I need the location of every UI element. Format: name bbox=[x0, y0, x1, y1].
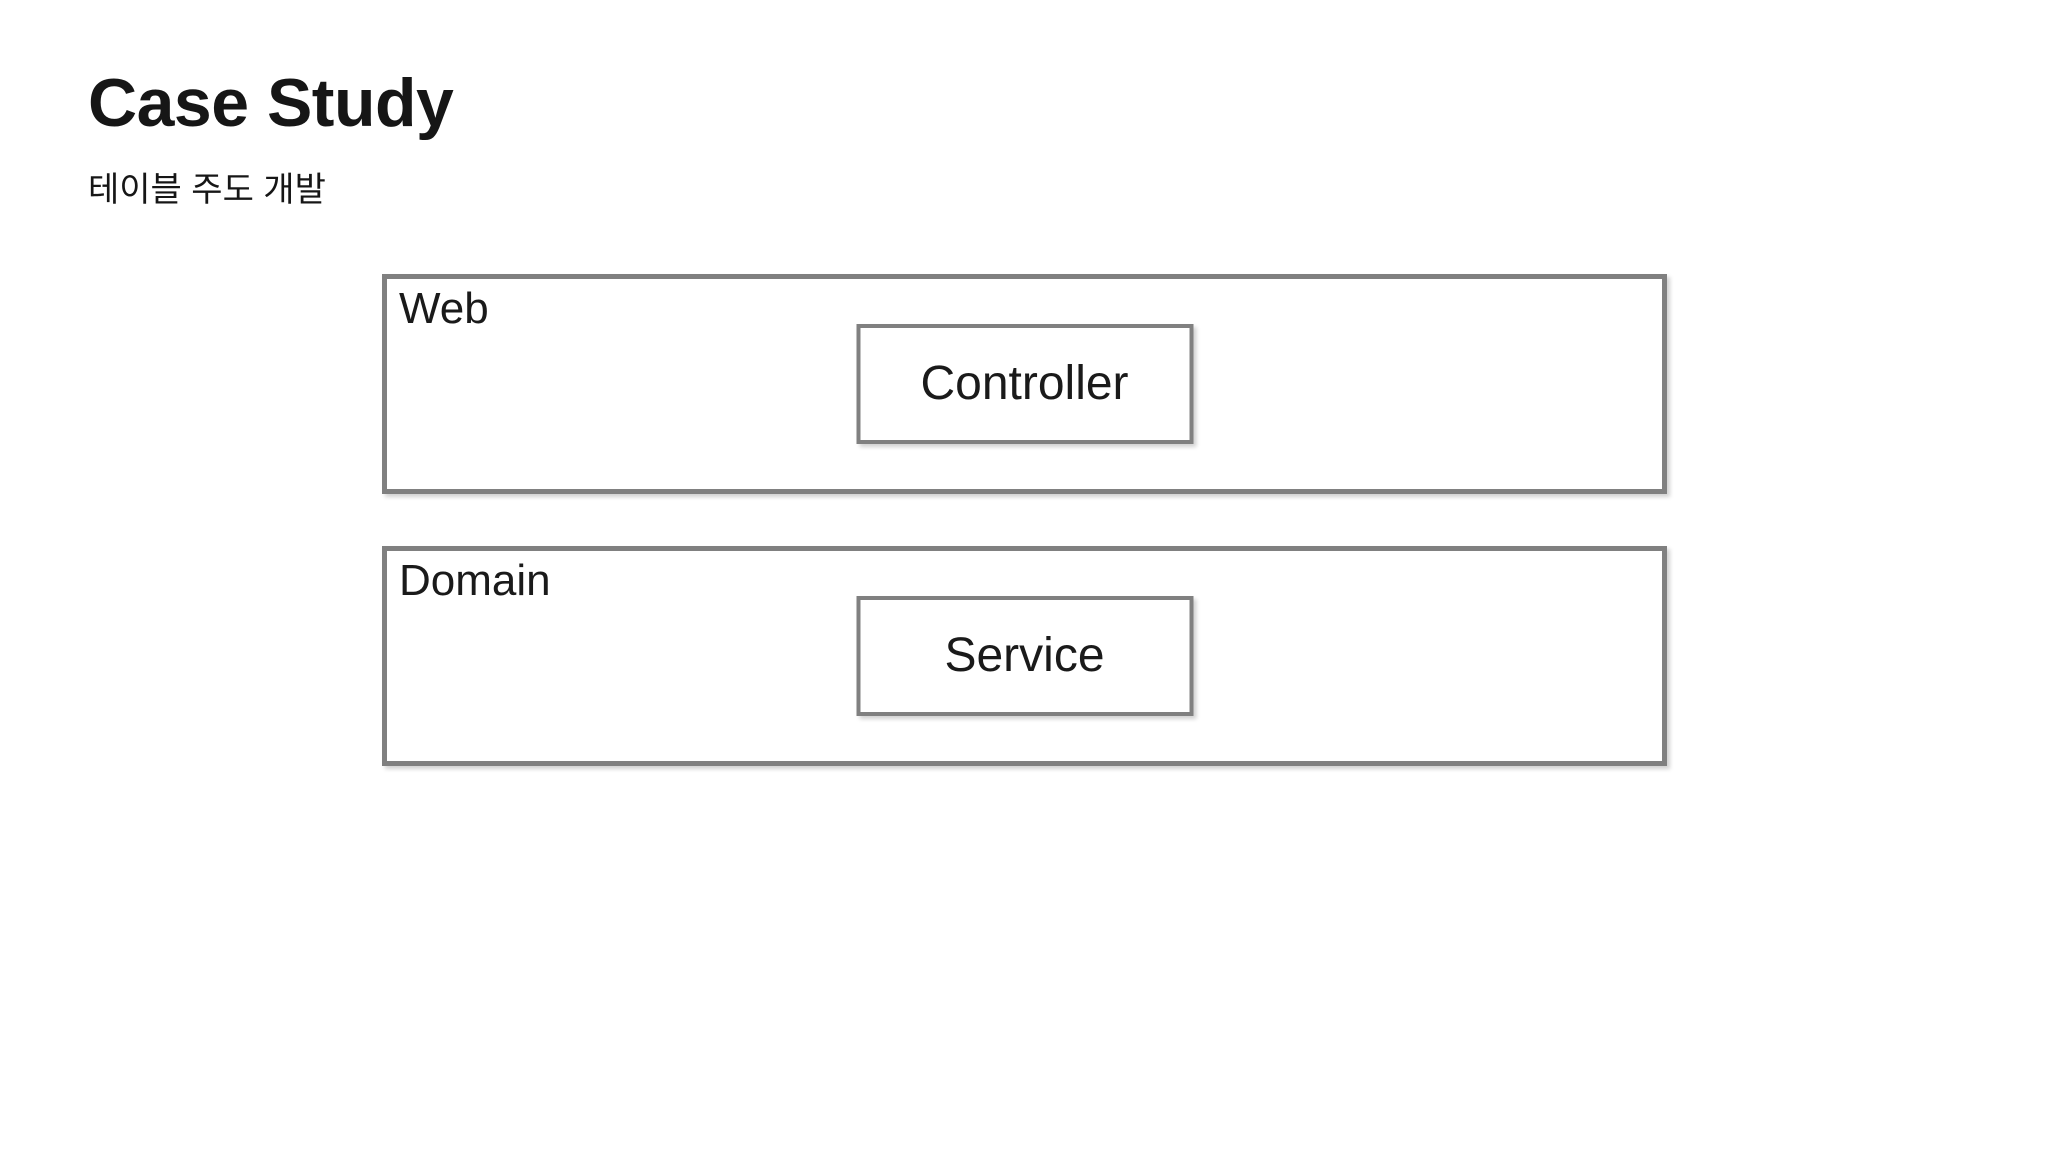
layer-box-domain: Domain Service bbox=[382, 546, 1667, 766]
slide-title: Case Study bbox=[88, 65, 454, 141]
slide-subtitle: 테이블 주도 개발 bbox=[88, 171, 326, 209]
component-box-controller: Controller bbox=[856, 324, 1193, 444]
component-label-controller: Controller bbox=[920, 357, 1129, 410]
component-label-service: Service bbox=[944, 629, 1105, 682]
component-box-service: Service bbox=[856, 596, 1193, 716]
layer-box-web: Web Controller bbox=[382, 274, 1667, 494]
layer-label-web: Web bbox=[399, 284, 489, 333]
layer-label-domain: Domain bbox=[399, 556, 551, 605]
